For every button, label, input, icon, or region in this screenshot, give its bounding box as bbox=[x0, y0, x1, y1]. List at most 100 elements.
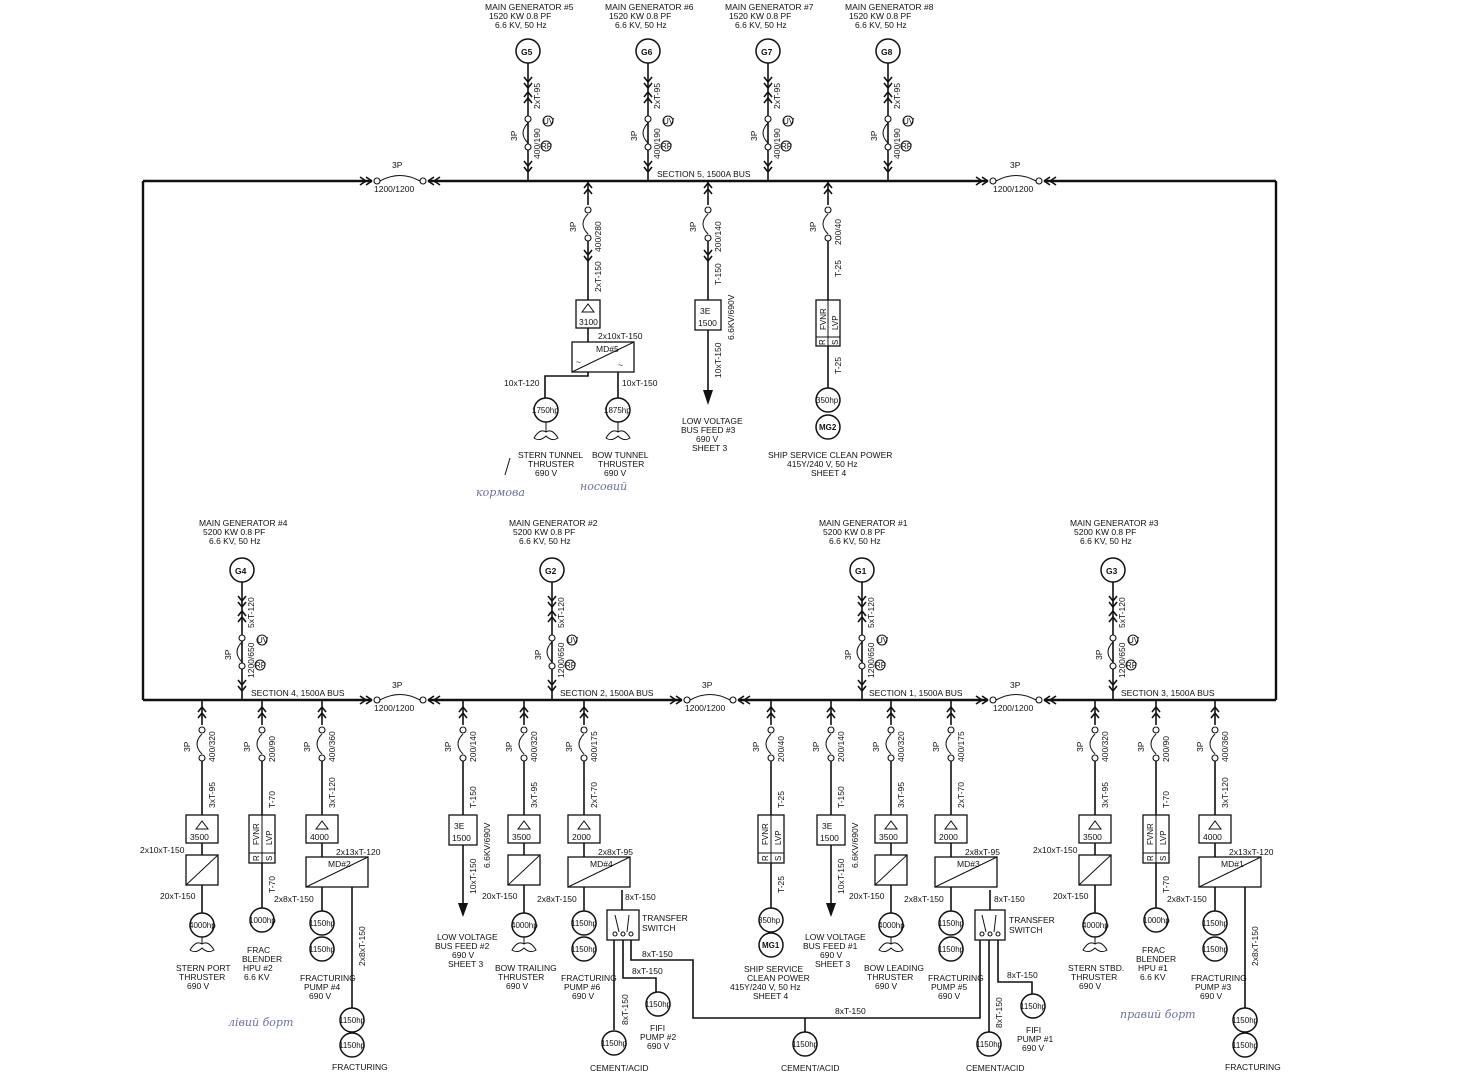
cable-label: 2x8xT-95 bbox=[965, 847, 1000, 857]
transformer-rating: 1500 bbox=[452, 833, 471, 843]
svg-text:BOW TUNNEL: BOW TUNNEL bbox=[592, 450, 649, 460]
mg-id: MG1 bbox=[762, 941, 780, 950]
uv-relay: UV bbox=[783, 117, 795, 126]
svg-text:FIFI: FIFI bbox=[650, 1023, 665, 1033]
cable-label: 2xT-95 bbox=[532, 83, 542, 109]
rp-relay: RP bbox=[541, 142, 552, 151]
generator-id: G2 bbox=[545, 566, 557, 576]
motor-rating: 350hp bbox=[758, 916, 781, 925]
pole-label: 3P bbox=[629, 130, 639, 141]
pole-label: 3P bbox=[302, 741, 312, 752]
transformer-rating: 3500 bbox=[879, 832, 898, 842]
cable-label: T-70 bbox=[267, 791, 277, 808]
pole-label: 3P bbox=[1075, 741, 1085, 752]
feeder-label: LOW VOLTAGE bbox=[805, 932, 866, 942]
cable-label: T-25 bbox=[776, 876, 786, 893]
svg-text:LVP: LVP bbox=[831, 315, 840, 330]
svg-text:8xT-150: 8xT-150 bbox=[994, 997, 1004, 1028]
cable-label: 3xT-95 bbox=[207, 782, 217, 808]
pole-label: 3P bbox=[509, 130, 519, 141]
motor-rating: 1150hp bbox=[1232, 1016, 1259, 1025]
svg-text:1875hp: 1875hp bbox=[604, 406, 631, 415]
svg-text:3P: 3P bbox=[392, 680, 403, 690]
cable-label: 20xT-150 bbox=[482, 891, 518, 901]
feeder-label: FRACTURING bbox=[1225, 1062, 1281, 1072]
svg-text:~: ~ bbox=[576, 357, 581, 367]
svg-text:THRUSTER: THRUSTER bbox=[598, 459, 644, 469]
feeder-label: FRACTURING bbox=[300, 973, 356, 983]
motor-rating: 1150hp bbox=[1202, 919, 1229, 928]
pole-label: 3P bbox=[871, 741, 881, 752]
relay-r: R bbox=[252, 855, 261, 861]
svg-text:T-25: T-25 bbox=[833, 260, 843, 277]
feeder-label: FRAC bbox=[1142, 945, 1165, 955]
svg-text:10xT-150: 10xT-150 bbox=[622, 378, 658, 388]
svg-text:690 V: 690 V bbox=[604, 468, 627, 478]
svg-text:8xT-150: 8xT-150 bbox=[620, 994, 630, 1025]
cable-label: 10xT-150 bbox=[468, 858, 478, 894]
svg-text:MD#5: MD#5 bbox=[596, 344, 619, 354]
feeder-label: 690 V bbox=[820, 950, 843, 960]
cable-label: 3xT-95 bbox=[1100, 782, 1110, 808]
transformer-rating: 3500 bbox=[1083, 832, 1102, 842]
ship-service-feeder-top: 3P 200/40 T-25 FVNR LVP R S T-25 350hp M… bbox=[768, 181, 892, 478]
transformer-rating: 4000 bbox=[310, 832, 329, 842]
transformer-rating: 2000 bbox=[572, 832, 591, 842]
breaker-rating: 1200/650 bbox=[866, 642, 876, 678]
cable-label: 2x8xT-150 bbox=[537, 894, 577, 904]
generator-spec: 5200 KW 0.8 PF bbox=[203, 527, 265, 537]
svg-text:SWITCH: SWITCH bbox=[642, 923, 676, 933]
svg-text:8xT-150: 8xT-150 bbox=[994, 894, 1025, 904]
breaker-rating: 400/190 bbox=[532, 128, 542, 159]
svg-text:SWITCH: SWITCH bbox=[1009, 925, 1043, 935]
svg-text:T-25: T-25 bbox=[833, 357, 843, 374]
svg-text:PUMP #2: PUMP #2 bbox=[640, 1032, 676, 1042]
svg-text:8xT-150: 8xT-150 bbox=[632, 966, 663, 976]
motor-rating: 1000hp bbox=[1143, 916, 1170, 925]
cable-label: 3xT-95 bbox=[529, 782, 539, 808]
uv-relay: UV bbox=[903, 117, 915, 126]
generator-title: MAIN GENERATOR #3 bbox=[1070, 518, 1159, 528]
svg-text:1200/1200: 1200/1200 bbox=[374, 184, 414, 194]
feeder-label: 690 V bbox=[309, 991, 332, 1001]
generator-spec: 6.6 KV, 50 Hz bbox=[829, 536, 881, 546]
drive-id: MD#4 bbox=[590, 859, 613, 869]
motor-rating: 4000hp bbox=[878, 921, 905, 930]
drive-id: MD#3 bbox=[957, 859, 980, 869]
cable-label: 3xT-95 bbox=[896, 782, 906, 808]
cable-label: 2x10xT-150 bbox=[140, 845, 185, 855]
cable-label: 20xT-150 bbox=[1053, 891, 1089, 901]
svg-text:S: S bbox=[831, 340, 840, 345]
svg-text:690 V: 690 V bbox=[647, 1041, 670, 1051]
motor-rating: 1150hp bbox=[571, 919, 598, 928]
rp-relay: RP bbox=[901, 142, 912, 151]
generator-spec: 6.6 KV, 50 Hz bbox=[615, 20, 667, 30]
starter-type: LVP bbox=[774, 830, 783, 845]
motor-rating: 1150hp bbox=[571, 945, 598, 954]
pole-label: 3P bbox=[533, 649, 543, 660]
cable-label: 5xT-120 bbox=[1117, 597, 1127, 628]
feeder-label: 690 V bbox=[187, 981, 210, 991]
uv-relay: UV bbox=[567, 636, 579, 645]
feeder-label: BUS FEED #2 bbox=[435, 941, 490, 951]
svg-text:8xT-150: 8xT-150 bbox=[1007, 970, 1038, 980]
pole-label: 3P bbox=[811, 741, 821, 752]
feeder-label: BLENDER bbox=[1136, 954, 1176, 964]
uv-relay: UV bbox=[1128, 636, 1140, 645]
svg-text:2x10xT-150: 2x10xT-150 bbox=[598, 331, 643, 341]
pole-label: 3P bbox=[242, 741, 252, 752]
motor-rating: 1150hp bbox=[339, 1041, 366, 1050]
cable-label: 3xT-120 bbox=[1220, 777, 1230, 808]
bus-section-4: SECTION 4, 1500A BUS bbox=[251, 688, 345, 698]
cable-label: 5xT-120 bbox=[866, 597, 876, 628]
motor-rating: 4000hp bbox=[189, 921, 216, 930]
feeder-label: SHEET 3 bbox=[815, 959, 851, 969]
generator-title: MAIN GENERATOR #5 bbox=[485, 2, 574, 12]
breaker-rating: 400/360 bbox=[1220, 731, 1230, 762]
svg-text:10xT-150: 10xT-150 bbox=[713, 342, 723, 378]
